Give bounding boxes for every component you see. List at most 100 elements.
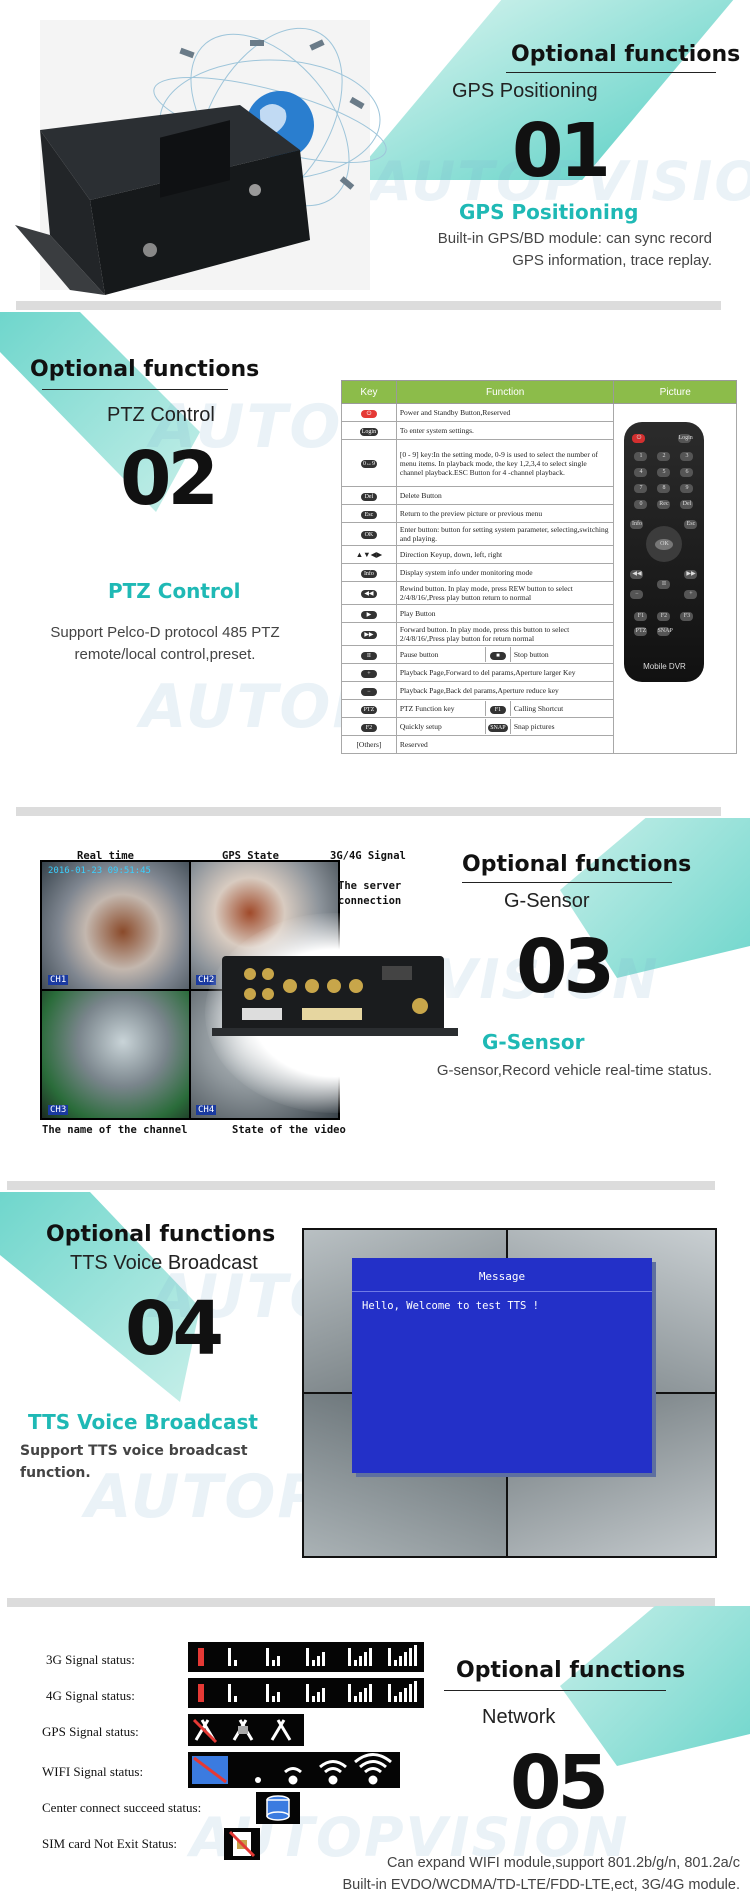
optional-functions-title: Optional functions <box>462 852 692 877</box>
f2-key-icon: F2 <box>360 723 377 732</box>
table-row: Login To enter system settings. <box>341 421 737 440</box>
tts-screen: Message Hello, Welcome to test TTS ! <box>302 1228 717 1558</box>
feature-description: Can expand WIFI module,support 801.2b/g/… <box>342 1855 740 1893</box>
remote-key: F3 <box>680 612 694 621</box>
table-row: Del Delete Button <box>341 486 737 505</box>
table-cell: Rewind button. In play mode, press REW b… <box>395 581 615 605</box>
remote-key: Esc <box>684 520 698 529</box>
remote-key: 5 <box>657 468 671 477</box>
divider <box>7 1598 715 1607</box>
section-subtitle: PTZ Control <box>107 404 215 426</box>
feature-title: TTS Voice Broadcast <box>28 1410 258 1434</box>
timestamp: 2016-01-23 09:51:45 <box>48 866 151 876</box>
table-row: 0↔9 [0 - 9] key:In the setting mode, 0-9… <box>341 439 737 487</box>
stop-key-icon: ■ <box>489 652 506 660</box>
table-row: PTZ PTZ Function key F1 Calling Shortcut <box>341 699 737 718</box>
camera-view-ch1 <box>42 862 189 989</box>
4g-signal-icons <box>188 1678 424 1708</box>
channel-label: CH2 <box>196 975 217 985</box>
table-cell-text: PTZ Function key <box>399 704 455 713</box>
section-number: 03 <box>516 924 615 1010</box>
section-subtitle: TTS Voice Broadcast <box>70 1252 258 1274</box>
label-connection: connection <box>338 895 402 907</box>
table-cell: Delete Button <box>395 486 615 505</box>
remote-key: Rec <box>657 500 671 509</box>
power-key-icon: ⏻ <box>360 409 377 418</box>
table-cell: Quickly setup SNAP Snap pictures <box>395 717 615 736</box>
table-row: [Others] Reserved <box>341 735 737 754</box>
channel-label: CH1 <box>48 975 69 985</box>
section-number: 02 <box>120 436 219 522</box>
watermark: AUTOPVISION <box>370 150 750 213</box>
feature-title: GPS Positioning <box>459 200 639 224</box>
remote-key: − <box>630 590 644 599</box>
signal-row-label: SIM card Not Exit Status: <box>42 1836 178 1851</box>
table-header: Picture <box>613 380 737 404</box>
remote-key: F1 <box>634 612 648 621</box>
wifi-signal-icons <box>188 1752 400 1788</box>
feature-title: PTZ Control <box>108 579 241 603</box>
table-cell: [0 - 9] key:In the setting mode, 0-9 is … <box>395 439 615 487</box>
feature-description: Support Pelco-D protocol 485 PTZ remote/… <box>50 624 280 663</box>
ok-key: OK <box>655 539 674 550</box>
title-underline <box>506 72 716 73</box>
camera-view-ch3 <box>42 991 189 1118</box>
remote-key: 3 <box>680 452 694 461</box>
section-subtitle: G-Sensor <box>504 890 590 912</box>
divider <box>7 1181 715 1190</box>
minus-key-icon: − <box>360 687 377 696</box>
popup-title: Message <box>478 1270 526 1283</box>
remote-key: 8 <box>657 484 671 493</box>
table-row: ◀◀ Rewind button. In play mode, press RE… <box>341 581 737 605</box>
number-key-icon: 0↔9 <box>360 460 377 468</box>
remote-key: SNAP <box>657 627 673 636</box>
table-row: F2 Quickly setup SNAP Snap pictures <box>341 717 737 736</box>
table-cell: Forward button. In play mode, press this… <box>395 622 615 646</box>
channel-label: CH3 <box>48 1105 69 1115</box>
ok-key-icon: OK <box>360 531 377 539</box>
table-row: − Playback Page,Back del params,Aperture… <box>341 681 737 700</box>
section-subtitle: Network <box>482 1706 556 1728</box>
section-gps: AUTOPVISION Optional functions GPS Posit… <box>0 0 750 300</box>
remote-control: ⏻ Login 1 2 3 4 5 6 7 8 9 0 Rec Del Info… <box>624 422 705 682</box>
section-subtitle: GPS Positioning <box>452 80 598 102</box>
section-tts: AUTOPVISION AUTOPVISION Optional functio… <box>0 1192 750 1562</box>
signal-row-label: WIFI Signal status: <box>42 1764 144 1779</box>
remote-key: F2 <box>657 612 671 621</box>
label-gps-state: GPS State <box>222 850 279 862</box>
remote-key: 9 <box>680 484 694 493</box>
table-cell: Playback Page,Forward to del params,Aper… <box>395 663 615 682</box>
table-cell: Reserved <box>395 735 615 754</box>
table-cell: Return to the preview picture or previou… <box>395 504 615 523</box>
remote-key: 1 <box>634 452 648 461</box>
label-video-state: State of the video <box>232 1124 346 1136</box>
label-signal: 3G/4G Signal <box>330 850 406 862</box>
gps-dvr-image <box>15 20 387 295</box>
rewind-key-icon: ◀◀ <box>360 590 377 598</box>
remote-key: 0 <box>634 500 648 509</box>
feature-description: G-sensor,Record vehicle real-time status… <box>436 1062 712 1079</box>
table-cell-text: Quickly setup <box>399 722 442 731</box>
remote-key: + <box>684 590 698 599</box>
plus-key-icon: + <box>360 669 377 678</box>
section-number: 01 <box>512 108 611 194</box>
forward-key-icon: ▶▶ <box>360 631 377 639</box>
signal-row-label: Center connect succeed status: <box>42 1800 202 1815</box>
title-underline <box>462 882 672 883</box>
login-key-icon: Login <box>359 427 379 436</box>
table-header: Function <box>395 380 615 404</box>
title-underline <box>444 1690 666 1691</box>
label-server: The server <box>338 880 402 892</box>
remote-key: ◀◀ <box>630 570 644 579</box>
section-network: AUTOPVISION Optional functions Network 0… <box>0 1606 750 1899</box>
table-cell-text: Stop button <box>513 650 549 659</box>
table-row: ▶▶ Forward button. In play mode, press t… <box>341 622 737 646</box>
table-header: Key <box>341 380 397 404</box>
tts-message-popup: Message Hello, Welcome to test TTS ! <box>352 1258 652 1473</box>
table-row: Esc Return to the preview picture or pre… <box>341 504 737 523</box>
table-cell: Direction Keyup, down, left, right <box>395 545 615 564</box>
remote-picture-cell: ⏻ Login 1 2 3 4 5 6 7 8 9 0 Rec Del Info… <box>613 403 737 754</box>
remote-key: Del <box>680 500 694 509</box>
table-cell: To enter system settings. <box>395 421 615 440</box>
section-number: 05 <box>510 1740 609 1826</box>
